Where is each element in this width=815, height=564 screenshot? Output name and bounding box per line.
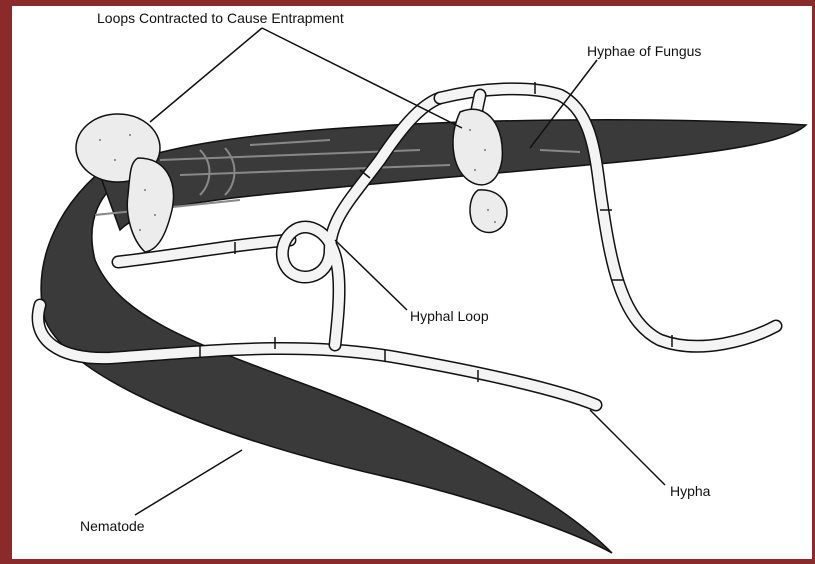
label-hyphae-of-fungus: Hyphae of Fungus (587, 43, 701, 59)
label-hypha: Hypha (670, 483, 711, 499)
label-loops-contracted: Loops Contracted to Cause Entrapment (97, 10, 344, 26)
label-nematode: Nematode (80, 518, 145, 534)
contracted-loop-left-bottom (127, 158, 173, 252)
contracted-loop-center-lower (470, 190, 507, 233)
label-hyphal-loop: Hyphal Loop (410, 308, 489, 324)
diagram-panel: Loops Contracted to Cause Entrapment Hyp… (12, 6, 812, 559)
diagram-svg: Loops Contracted to Cause Entrapment Hyp… (12, 6, 812, 559)
